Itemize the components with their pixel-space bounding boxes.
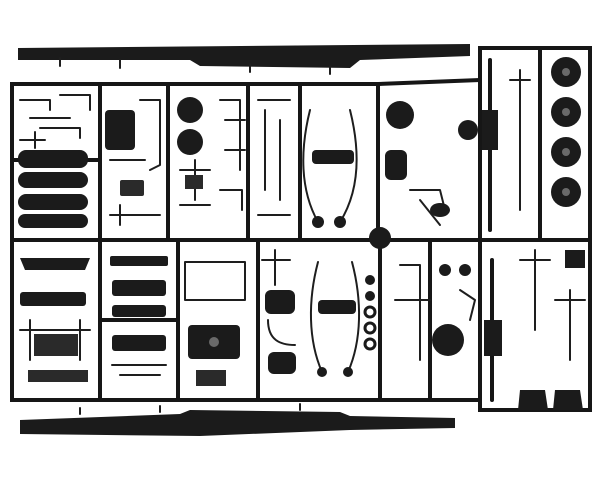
rear-axle-parts <box>484 249 586 410</box>
sprue-gate-hub <box>369 227 391 249</box>
linkage-parts <box>219 99 291 216</box>
sprue-frame <box>10 46 592 412</box>
cab-parts <box>105 99 161 226</box>
suspension-frame-lower <box>309 261 361 377</box>
wheel-parts <box>551 57 581 207</box>
bracket-parts-top-left <box>19 94 91 149</box>
radiator-parts <box>184 261 246 386</box>
exhaust-parts <box>261 249 296 374</box>
ring-parts <box>363 275 377 351</box>
chassis-rail-bottom <box>20 403 455 436</box>
hub-parts <box>177 97 211 206</box>
chassis-rail-top <box>18 44 470 75</box>
engine-parts <box>385 101 450 226</box>
fuel-tank-parts <box>18 150 88 228</box>
lower-left-parts <box>19 258 91 382</box>
suspension-frame-upper <box>302 109 358 228</box>
differential-parts <box>394 264 476 361</box>
cross-member-parts <box>110 256 168 376</box>
driveshaft-parts <box>458 58 531 232</box>
